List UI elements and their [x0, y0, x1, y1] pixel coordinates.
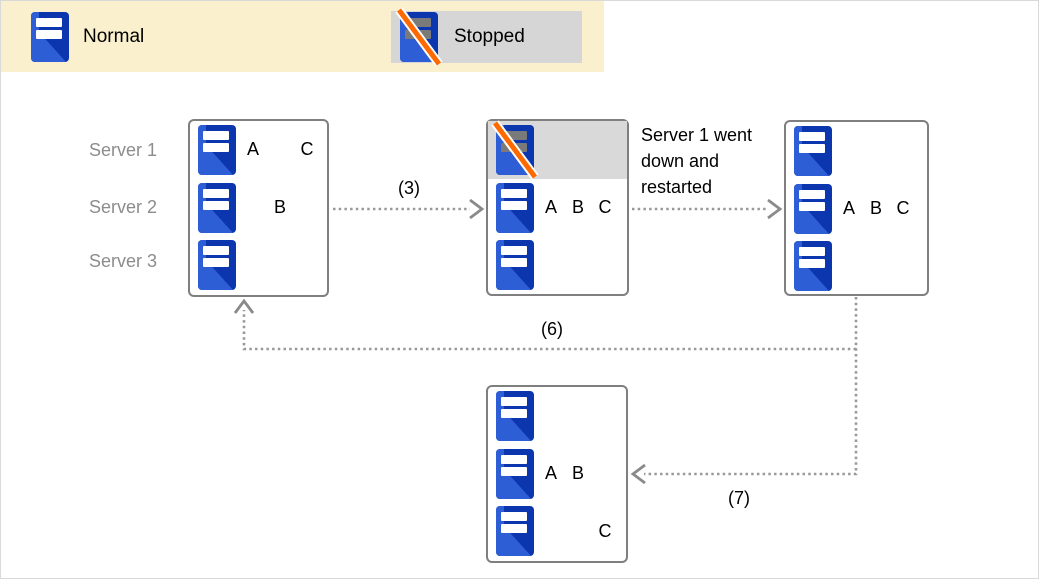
- server-row-normal: [488, 387, 626, 445]
- server-row-label-3: Server 3: [89, 251, 158, 271]
- server-row-normal: [190, 237, 327, 295]
- app-label-a: A: [842, 198, 855, 219]
- server-row-stopped: [488, 120, 627, 180]
- server-row-normal: [786, 238, 927, 296]
- server-stopped-icon: [491, 120, 539, 180]
- app-label-b: B: [273, 197, 286, 218]
- app-label-b: B: [869, 198, 882, 219]
- server-normal-icon: [496, 448, 534, 499]
- app-label-c: C: [598, 520, 612, 541]
- server-row-normal: C: [488, 503, 626, 561]
- server-normal-icon: [794, 125, 832, 176]
- server-normal-icon: [794, 183, 832, 234]
- arrow-label-6: (6): [541, 319, 563, 339]
- server-normal-icon: [496, 182, 534, 233]
- server-normal-icon: [31, 12, 69, 62]
- server-row-normal: [786, 122, 927, 180]
- server-normal-icon: [496, 506, 534, 557]
- app-label-c: C: [896, 198, 910, 219]
- server-normal-icon: [496, 390, 534, 441]
- arrow-7-head-left: [630, 463, 646, 485]
- server-row-label-2: Server 2: [89, 197, 158, 217]
- app-label-a: A: [544, 197, 557, 218]
- arrow-restart-head-right: [767, 198, 783, 220]
- app-label-b: B: [571, 463, 584, 484]
- arrow-label-7: (7): [728, 488, 750, 508]
- server-stopped-icon: [395, 7, 443, 67]
- server-normal-icon: [198, 182, 236, 233]
- app-label-c: C: [300, 139, 314, 160]
- arrow-label-3: (3): [398, 178, 420, 198]
- server-normal-icon: [496, 240, 534, 291]
- server-normal-icon: [198, 240, 236, 291]
- server-row-label-1: Server 1: [89, 140, 158, 160]
- server-row-normal: [488, 237, 627, 295]
- server-normal-icon: [794, 241, 832, 292]
- app-label-a: A: [246, 139, 259, 160]
- legend-stopped-chip: Stopped: [391, 7, 582, 67]
- arrow-7-line: [644, 297, 858, 476]
- app-label-c: C: [598, 197, 612, 218]
- annotation-server1-went-down: Server 1 went down and restarted: [641, 125, 753, 197]
- app-label-b: B: [571, 197, 584, 218]
- server-normal-icon: [198, 124, 236, 175]
- legend-label-normal: Normal: [83, 26, 145, 47]
- arrow-3-head-right: [469, 198, 485, 220]
- server-row-normal: B: [190, 179, 327, 237]
- arrow-6-head-up: [233, 298, 255, 314]
- legend-bar: Normal Stopped: [1, 1, 604, 72]
- app-label-a: A: [544, 463, 557, 484]
- legend-label-stopped: Stopped: [454, 26, 525, 47]
